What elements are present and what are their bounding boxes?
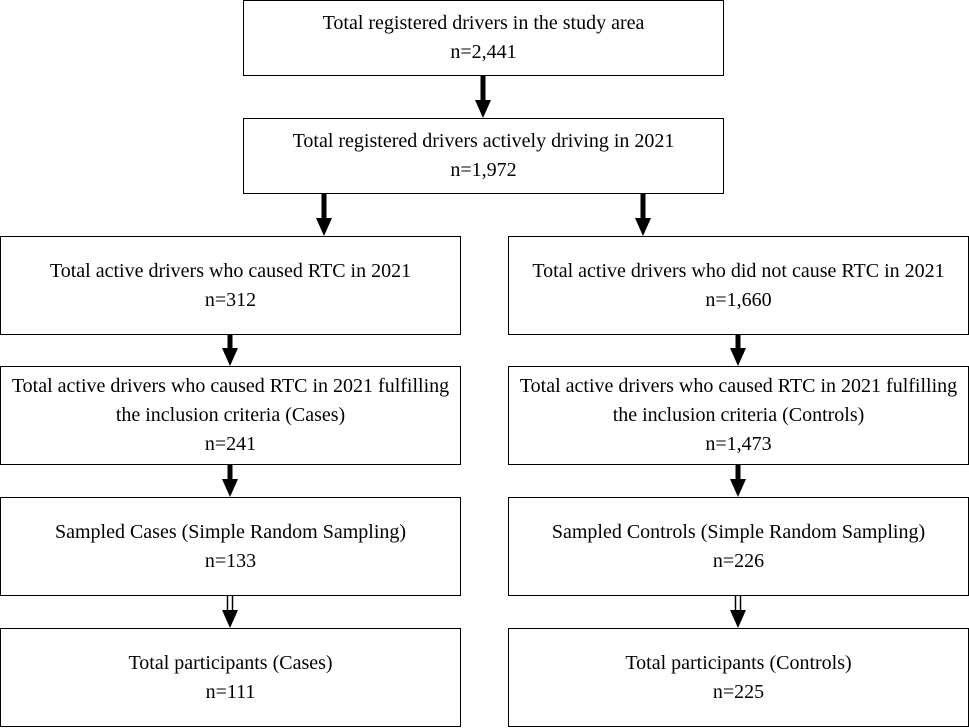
box-count: n=225 — [712, 680, 765, 703]
arrow-caused-to-cases-criteria — [222, 335, 238, 366]
box-label: Total registered drivers in the study ar… — [322, 12, 645, 34]
box-count: n=111 — [205, 680, 256, 703]
box-label: Total active drivers who did not cause R… — [532, 259, 945, 282]
box-label: Total active drivers who caused RTC in 2… — [11, 375, 450, 426]
box-label: Sampled Cases (Simple Random Sampling) — [54, 520, 407, 543]
arrow-total-to-active — [475, 76, 491, 118]
box-not-caused-rtc: Total active drivers who did not cause R… — [508, 236, 969, 335]
arrow-cases-criteria-to-sampled — [222, 465, 238, 497]
box-count: n=226 — [712, 549, 765, 572]
box-participants-cases: Total participants (Cases) n=111 — [0, 628, 461, 727]
arrow-controls-criteria-to-sampled — [730, 465, 746, 497]
box-count: n=241 — [204, 433, 257, 455]
arrow-active-to-not-caused — [635, 194, 651, 236]
box-label: Total registered drivers actively drivin… — [292, 130, 675, 152]
box-active-drivers: Total registered drivers actively drivin… — [243, 118, 724, 194]
box-controls-criteria: Total active drivers who caused RTC in 2… — [508, 366, 969, 465]
box-cases-criteria: Total active drivers who caused RTC in 2… — [0, 366, 461, 465]
box-label: Total active drivers who caused RTC in 2… — [49, 259, 412, 282]
box-count: n=1,972 — [450, 159, 517, 181]
box-label: Total participants (Controls) — [625, 651, 852, 674]
box-count: n=133 — [204, 549, 257, 572]
box-sampled-cases: Sampled Cases (Simple Random Sampling) n… — [0, 497, 461, 596]
arrow-sampled-controls-to-participants — [730, 596, 746, 628]
box-total-registered: Total registered drivers in the study ar… — [243, 0, 724, 76]
arrow-not-caused-to-controls-criteria — [730, 335, 746, 366]
box-sampled-controls: Sampled Controls (Simple Random Sampling… — [508, 497, 969, 596]
box-count: n=1,660 — [705, 288, 772, 311]
box-count: n=2,441 — [450, 41, 517, 63]
arrow-sampled-cases-to-participants — [222, 596, 238, 628]
box-caused-rtc: Total active drivers who caused RTC in 2… — [0, 236, 461, 335]
box-label: Total participants (Cases) — [128, 651, 333, 674]
box-label: Total active drivers who caused RTC in 2… — [519, 375, 958, 426]
arrow-active-to-caused — [316, 194, 332, 236]
box-count: n=1,473 — [705, 433, 772, 455]
box-label: Sampled Controls (Simple Random Sampling… — [551, 520, 926, 543]
box-count: n=312 — [204, 288, 257, 311]
box-participants-controls: Total participants (Controls) n=225 — [508, 628, 969, 727]
